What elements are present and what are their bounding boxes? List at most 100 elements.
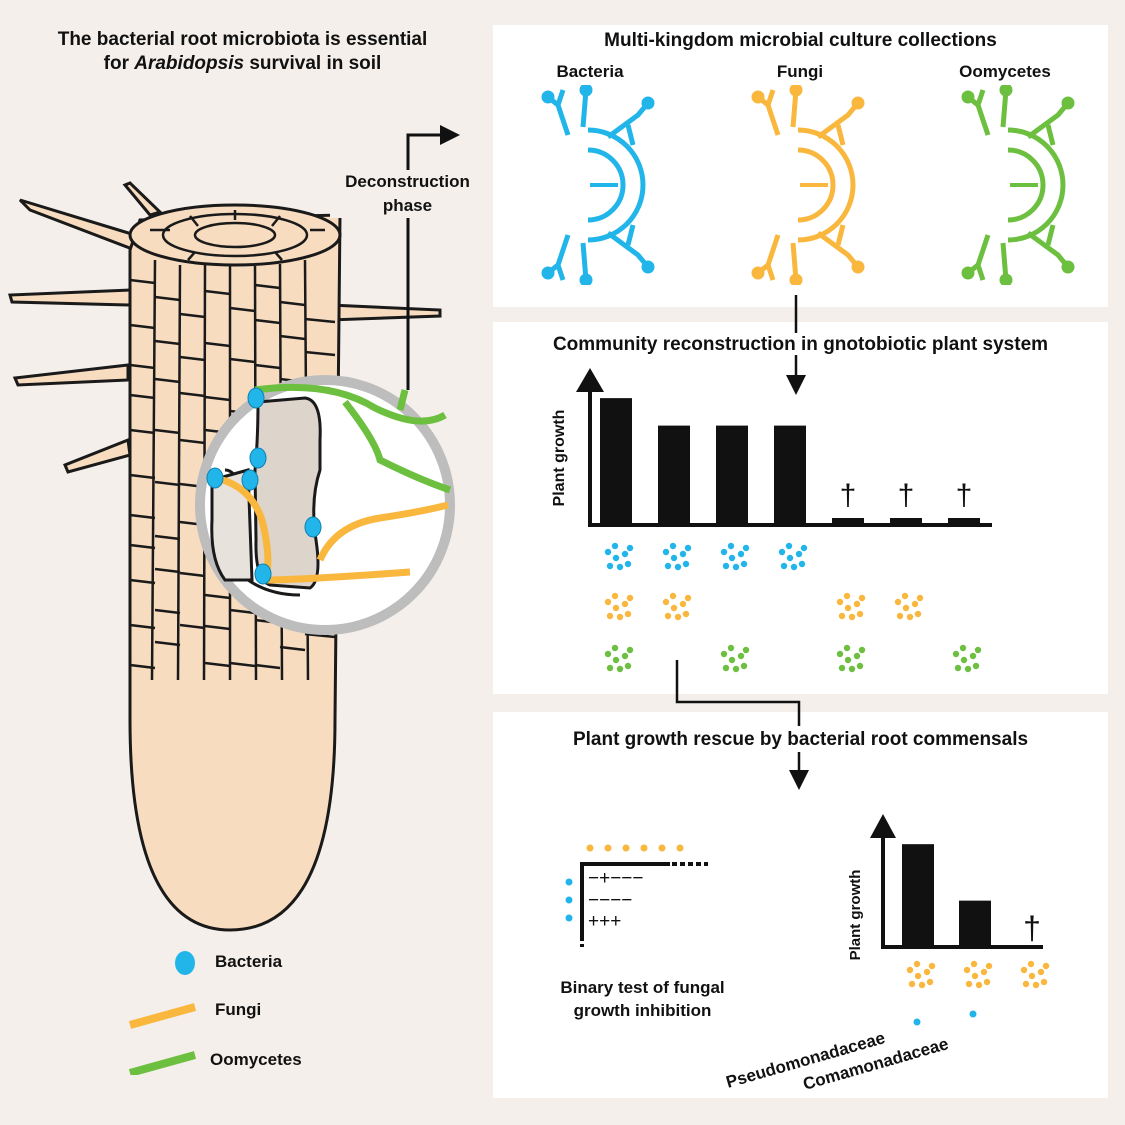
bar-B — [774, 425, 806, 523]
bacteria-collection-icon — [541, 85, 655, 285]
bacterium — [241, 469, 259, 491]
root-hair — [12, 363, 130, 387]
bar-F + Comamonadaceae — [959, 900, 991, 945]
cell-wall — [129, 623, 156, 630]
root-hair — [122, 181, 163, 217]
cell-wall — [304, 632, 336, 639]
cell-wall — [304, 317, 336, 324]
collection-icons — [541, 85, 1075, 285]
rescue-chart: Plant growth † — [847, 814, 1050, 989]
cell-wall — [229, 306, 256, 313]
bar-F — [890, 518, 922, 523]
cell-wall — [129, 513, 156, 520]
pseudomonadaceae-marker — [913, 1018, 921, 1026]
cell-wall — [204, 624, 231, 631]
fungi-cluster — [906, 960, 936, 989]
bar-B+O — [716, 425, 748, 523]
arrow-head — [440, 125, 460, 145]
bar-F+O — [832, 518, 864, 523]
cell-wall — [204, 289, 231, 296]
cell-wall — [179, 571, 206, 578]
y-axis-arrow-icon — [870, 814, 896, 838]
bar-B+F — [658, 425, 690, 523]
cell-wall — [279, 334, 306, 341]
cell-wall — [154, 295, 181, 302]
cell-wall — [154, 377, 181, 384]
fungi-cluster — [963, 960, 993, 989]
cell-wall — [179, 355, 206, 362]
cell-wall — [279, 300, 306, 307]
cell-wall — [204, 341, 231, 348]
cell-wall — [229, 661, 256, 668]
root-hair — [63, 437, 132, 474]
fungi-cluster — [836, 592, 866, 621]
legend-fungi-label: Fungi — [215, 1000, 262, 1019]
cell-wall — [229, 608, 256, 615]
cell-wall — [154, 428, 181, 435]
cell-wall — [154, 480, 181, 487]
root-illustration — [8, 181, 455, 932]
family-labels: Pseudomonadaceae Comamonadaceae — [724, 1010, 977, 1094]
cell-wall — [204, 593, 231, 600]
reconstruction-chart: Plant growth ††† — [551, 368, 992, 673]
matrix-row-1: −+−−− — [588, 868, 643, 889]
fungi-cluster — [894, 592, 924, 621]
cell-wall — [279, 645, 306, 652]
cell-wall — [254, 283, 281, 290]
root-hair — [18, 198, 137, 253]
comamonadaceae-marker — [969, 1010, 977, 1018]
cell-wall — [179, 312, 206, 319]
bar-B+F+O — [600, 398, 632, 523]
main-title-line1: The bacterial root microbiota is essenti… — [57, 29, 428, 50]
root-hair — [8, 288, 132, 307]
bacterium — [247, 387, 265, 409]
fungi-cluster — [604, 592, 634, 621]
dagger-label: † — [898, 479, 915, 512]
arabidopsis-italic: Arabidopsis — [134, 53, 245, 74]
oomycete-hypha — [254, 383, 447, 425]
main-title-line2: for Arabidopsis survival in soil — [103, 53, 382, 74]
group-label-bacteria: Bacteria — [556, 62, 624, 81]
cell-wall — [154, 339, 181, 346]
oomycetes-cluster — [952, 644, 982, 673]
cell-wall — [254, 363, 281, 370]
bar-O — [948, 518, 980, 523]
cell-wall — [154, 640, 181, 647]
rescue-ylabel: Plant growth — [847, 870, 864, 961]
group-label-oomycetes: Oomycetes — [959, 62, 1051, 81]
cell-wall — [254, 318, 281, 325]
cell-wall — [129, 278, 156, 285]
cell-wall — [129, 578, 156, 585]
connector-arrow-1 — [786, 295, 806, 395]
cell-wall — [129, 363, 156, 370]
bacterium — [304, 516, 322, 538]
binary-test-label: Binary test of fungal growth inhibition — [560, 978, 725, 1020]
reconstruction-ylabel: Plant growth — [551, 410, 568, 507]
cell-wall — [129, 473, 156, 480]
fungi-legend-icon — [128, 1003, 197, 1029]
fungi-cluster — [1020, 960, 1050, 989]
rescue-title: Plant growth rescue by bacterial root co… — [572, 729, 1029, 750]
group-label-fungi: Fungi — [776, 62, 824, 81]
deconstruction-label: Deconstruction phase — [330, 170, 485, 218]
cell-wall — [179, 623, 206, 630]
cell-wall — [129, 428, 156, 435]
bacteria-cluster — [662, 542, 692, 571]
cell-wall — [129, 543, 156, 550]
fungi-collection-icon — [751, 85, 865, 285]
legend-icons — [128, 951, 197, 1075]
legend-bacteria-label: Bacteria — [215, 952, 283, 971]
cell-wall — [129, 393, 156, 400]
bacterium — [254, 563, 272, 585]
matrix-row-3: +++ — [588, 911, 621, 932]
bar-F + Pseudomonadaceae — [902, 844, 934, 945]
cell-wall — [154, 567, 181, 574]
arrow-head — [789, 770, 809, 790]
bacteria-legend-icon — [175, 951, 195, 975]
cell-wall — [254, 663, 281, 670]
bacterium — [206, 467, 224, 489]
cell-wall — [154, 534, 181, 541]
main-title: The bacterial root microbiota is essenti… — [0, 28, 485, 76]
fungi-cluster — [662, 592, 692, 621]
bacteria-cluster — [778, 542, 808, 571]
